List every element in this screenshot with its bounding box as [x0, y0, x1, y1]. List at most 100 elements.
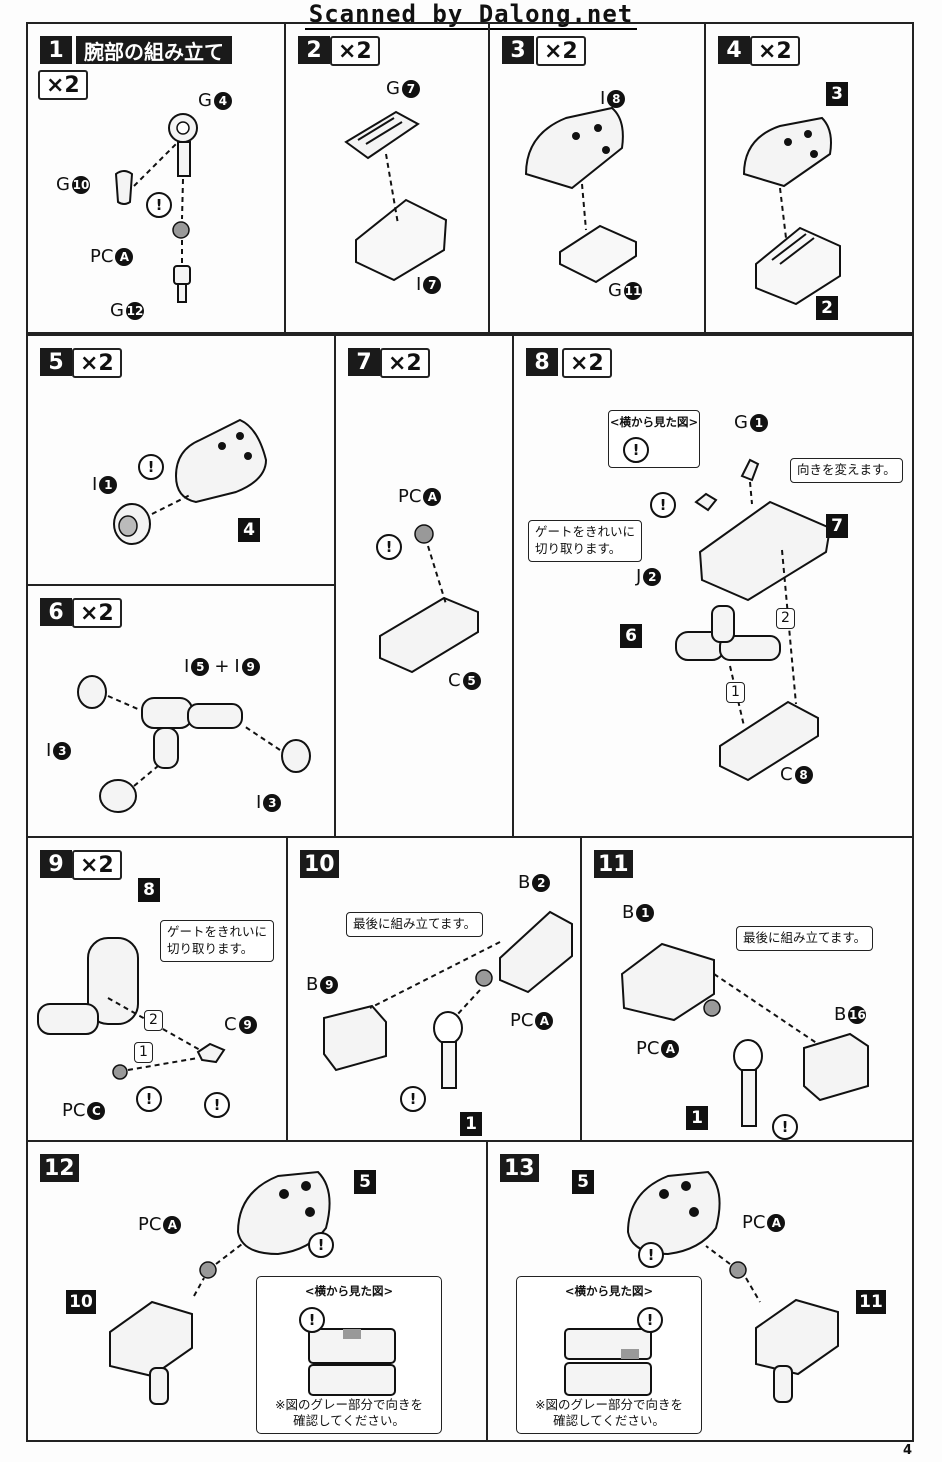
order-step-1: 1: [134, 1042, 153, 1063]
caution-icon: !: [637, 1307, 663, 1333]
order-step-2: 2: [144, 1010, 163, 1031]
part-g7-i7-illustration: [344, 110, 448, 282]
caution-icon: !: [400, 1086, 426, 1112]
step-number: 9: [40, 850, 72, 878]
gate-trim-note: ゲートをきれいに切り取ります。: [528, 520, 643, 562]
side-view-diagram: [564, 1328, 652, 1396]
step-number: 10: [300, 850, 339, 878]
assembly-3-to-2-illustration: [742, 116, 841, 306]
caution-icon: !: [376, 534, 402, 560]
step-number: 1: [40, 36, 72, 64]
quantity-badge: ×2: [72, 598, 122, 628]
step-8-panel: 8 ×2 <横から見た図> ! 向きを変えます。 ゲートをきれいに切り取ります。…: [512, 334, 914, 838]
step-number: 2: [298, 36, 330, 64]
quantity-badge: ×2: [72, 850, 122, 880]
side-view-box: <横から見た図> ! ※図のグレー部分で向きを確認してください。: [516, 1276, 702, 1434]
step-4-panel: 4 ×2 3 2: [704, 22, 914, 334]
step-number: 8: [526, 348, 558, 376]
caution-icon: !: [308, 1232, 334, 1258]
quantity-badge: ×2: [72, 348, 122, 378]
caution-icon: !: [772, 1114, 798, 1140]
assemble-last-note: 最後に組み立てます。: [346, 912, 484, 937]
quantity-badge: ×2: [750, 36, 800, 66]
quantity-badge: ×2: [536, 36, 586, 66]
caution-icon: !: [138, 454, 164, 480]
step-number: 7: [348, 348, 380, 376]
caution-icon: !: [146, 192, 172, 218]
part-c5-illustration: [379, 524, 479, 674]
order-step-1: 1: [726, 682, 745, 703]
caution-icon: !: [623, 437, 649, 463]
ref-part-11: 11: [856, 1290, 886, 1314]
step-number: 4: [718, 36, 750, 64]
ref-part-8: 8: [138, 878, 160, 902]
ref-part-6: 6: [620, 624, 642, 648]
part-i8-g11-illustration: [524, 106, 637, 284]
assemble-last-note: 最後に組み立てます。: [736, 926, 874, 951]
step-number: 13: [500, 1154, 539, 1182]
shoulder-assembly-illustration: [675, 458, 832, 782]
quantity-badge: ×2: [38, 70, 88, 100]
ref-part-10: 10: [66, 1290, 96, 1314]
order-step-2: 2: [776, 608, 795, 629]
side-view-diagram: [308, 1328, 396, 1396]
side-view-box: <横から見た図> !: [608, 410, 700, 468]
turn-direction-note: 向きを変えます。: [790, 458, 903, 483]
ref-part-2: 2: [816, 296, 838, 320]
ref-part-3: 3: [826, 82, 848, 106]
ref-part-1: 1: [686, 1106, 708, 1130]
caution-icon: !: [650, 492, 676, 518]
ref-part-5: 5: [354, 1170, 376, 1194]
quantity-badge: ×2: [330, 36, 380, 66]
ref-part-5: 5: [572, 1170, 594, 1194]
quantity-badge: ×2: [562, 348, 612, 378]
caution-icon: !: [638, 1242, 664, 1268]
ref-part-1: 1: [460, 1112, 482, 1136]
page-number: 4: [902, 1443, 912, 1458]
caution-icon: !: [136, 1086, 162, 1112]
step-number: 5: [40, 348, 72, 376]
step-number: 3: [502, 36, 534, 64]
caution-icon: !: [204, 1092, 230, 1118]
caution-icon: !: [299, 1307, 325, 1333]
side-view-box: <横から見た図> ! ※図のグレー部分で向きを確認してください。: [256, 1276, 442, 1434]
step-title: 腕部の組み立て: [76, 36, 232, 64]
step-number: 6: [40, 598, 72, 626]
step-number: 12: [40, 1154, 79, 1182]
gate-trim-note: ゲートをきれいに切り取ります。: [160, 920, 275, 962]
